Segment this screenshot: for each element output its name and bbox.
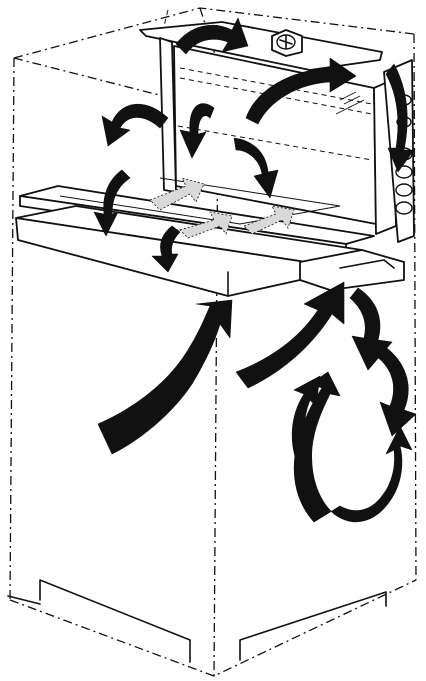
cabinet-base-kick-right xyxy=(240,592,386,660)
cabinet-front-corner xyxy=(214,110,218,676)
bottom-left-inflow-arrow-icon xyxy=(98,300,232,454)
cabinet-right-edge xyxy=(414,34,416,580)
cabinet-left-edge xyxy=(10,58,14,600)
cabinet-base-kick-left xyxy=(40,580,190,662)
left-curl-arrow-1-icon xyxy=(102,104,168,146)
fan-bracket-icon xyxy=(272,30,302,56)
cabinet-base-kick-foot xyxy=(8,596,40,604)
right-exhaust-arrow-2-icon xyxy=(376,346,416,436)
cabinet-bottom-edge xyxy=(10,580,416,676)
